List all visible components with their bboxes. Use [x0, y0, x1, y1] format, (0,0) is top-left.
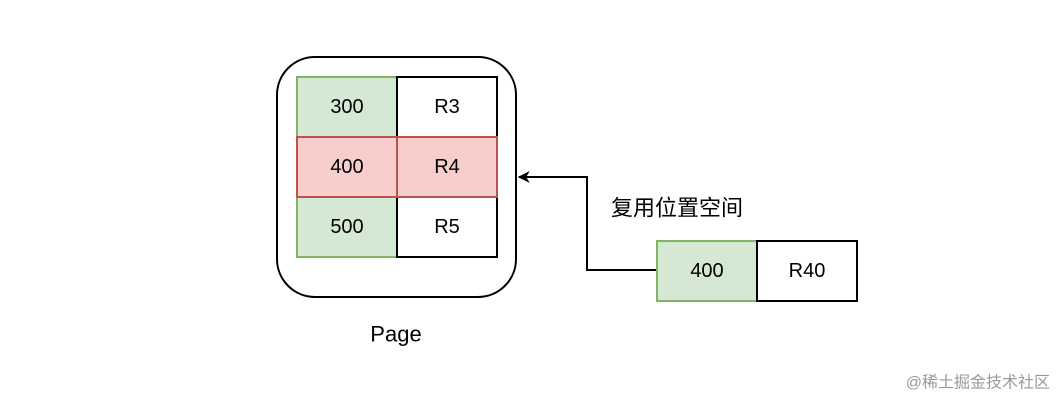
- page-row-2-value-text: R4: [434, 156, 460, 178]
- page-row-1-value-cell: [396, 76, 498, 138]
- page-row-3-value-cell: [396, 196, 498, 258]
- page-row-1-key-text: 300: [330, 96, 363, 118]
- page-row-1-value-text: R3: [434, 96, 460, 118]
- page-row-3-key-cell: [296, 196, 398, 258]
- new-record-value-text: R40: [789, 260, 826, 282]
- page-row-2-value-cell: [396, 136, 498, 198]
- reuse-label: 复用位置空间: [611, 196, 743, 221]
- watermark: @稀土掘金技术社区: [906, 374, 1050, 392]
- page-row-1-key-cell: [296, 76, 398, 138]
- page-row-3-key-text: 500: [330, 216, 363, 238]
- page-label: Page: [370, 322, 421, 347]
- page-row-3-value-text: R5: [434, 216, 460, 238]
- new-record-value-cell: [756, 240, 858, 302]
- reuse-arrow: [517, 171, 657, 271]
- new-record-key-text: 400: [690, 260, 723, 282]
- page-row-2-key-cell: [296, 136, 398, 198]
- page-row-2-key-text: 400: [330, 156, 363, 178]
